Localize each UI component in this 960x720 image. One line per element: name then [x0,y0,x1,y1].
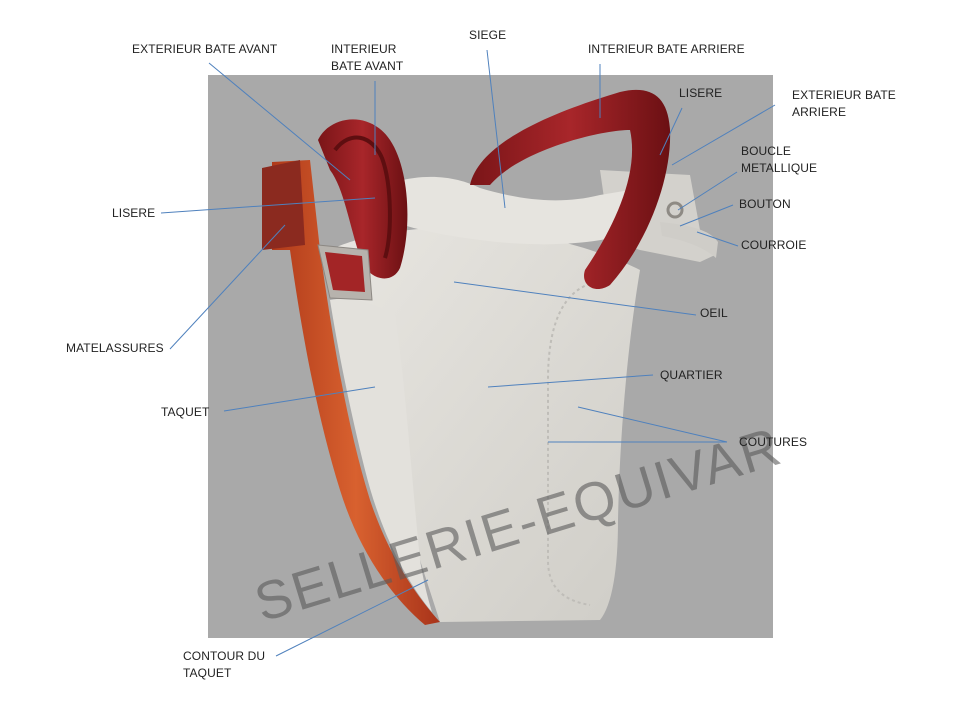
label-exterieur-bate-arriere: EXTERIEUR BATE ARRIERE [792,88,896,119]
label-coutures: COUTURES [739,435,808,449]
label-siege: SIEGE [469,28,507,42]
label-lisere-left: LISERE [112,206,156,220]
label-lisere-right: LISERE [679,86,723,100]
label-interieur-bate-arriere: INTERIEUR BATE ARRIERE [588,42,745,56]
label-taquet: TAQUET [161,405,210,419]
label-interieur-bate-avant: INTERIEUR BATE AVANT [331,42,404,73]
label-boucle-metallique: BOUCLE METALLIQUE [741,144,818,175]
label-courroie: COURROIE [741,238,807,252]
label-exterieur-bate-avant: EXTERIEUR BATE AVANT [132,42,278,56]
photo-background [208,75,773,638]
label-matelassures: MATELASSURES [66,341,164,355]
label-contour-du-taquet: CONTOUR DU TAQUET [183,649,266,680]
label-oeil: OEIL [700,306,728,320]
label-bouton: BOUTON [739,197,791,211]
label-quartier: QUARTIER [660,368,723,382]
